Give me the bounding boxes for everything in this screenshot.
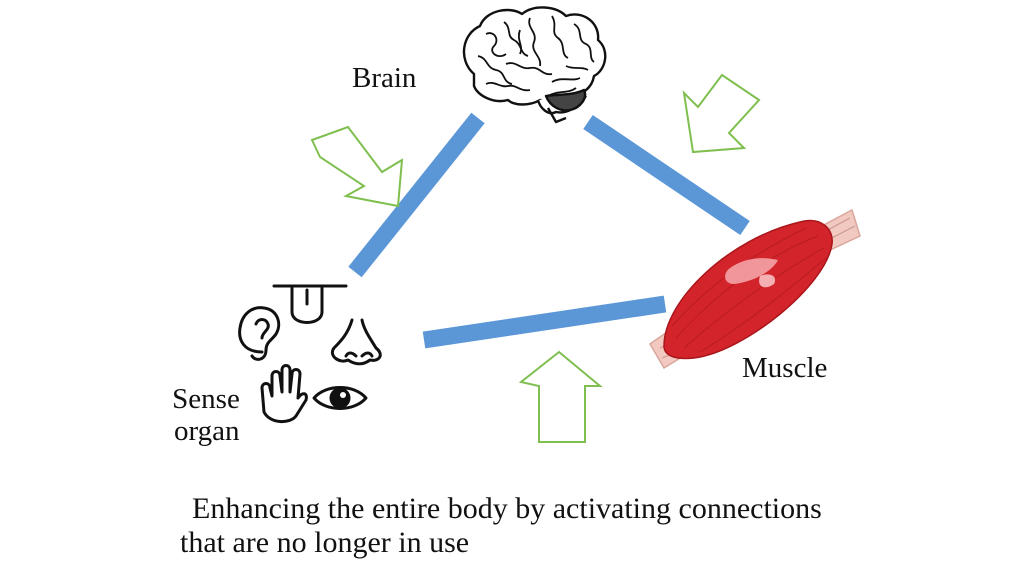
arrow-to-sense-muscle-link (518, 350, 603, 443)
connector-sense-muscle (422, 295, 667, 349)
arrow-to-brain-muscle-link (682, 73, 761, 154)
connector-brain-muscle (583, 114, 750, 236)
eye-icon (312, 386, 368, 410)
diagram-caption: Enhancing the entire body by activating … (180, 492, 900, 560)
arrows (310, 73, 761, 443)
connectors (348, 112, 750, 349)
nose-icon (331, 318, 382, 366)
sense-organ-icons (238, 284, 382, 423)
caption-line-1: Enhancing the entire body by activating … (192, 492, 822, 525)
ear-icon (238, 306, 281, 361)
muscle-label: Muscle (742, 352, 828, 384)
caption-line-2: that are no longer in use (180, 526, 470, 559)
sense-organ-label-line2: organ (174, 415, 240, 447)
muscle-icon (649, 208, 861, 370)
brain-label: Brain (352, 62, 417, 94)
sense-organ-label: Sense organ (146, 383, 266, 447)
hand-icon (260, 364, 308, 423)
sense-organ-label-line1: Sense (172, 383, 240, 415)
brain-icon (462, 6, 607, 124)
arrow-to-sense-brain-link (310, 125, 404, 208)
tongue-icon (272, 284, 348, 324)
connector-sense-brain (348, 112, 485, 278)
